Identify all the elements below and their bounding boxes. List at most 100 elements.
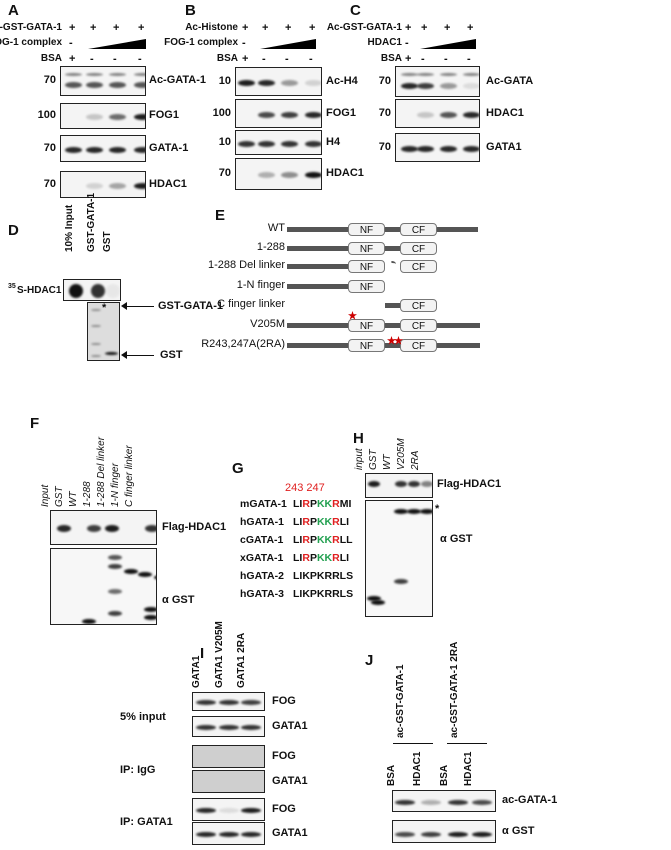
condition-value: + (309, 22, 316, 34)
band (371, 600, 385, 605)
band (196, 808, 216, 813)
band (82, 619, 96, 624)
residue-segment: KK (316, 498, 333, 510)
condition-value: - (242, 37, 246, 49)
band (407, 509, 421, 514)
band (304, 79, 321, 86)
blot-label: GATA1 (272, 719, 308, 732)
band (416, 111, 434, 118)
nf-domain: NF (348, 242, 385, 255)
band (257, 172, 275, 178)
condition-value: + (467, 22, 474, 34)
blot-label: GATA-1 (149, 141, 189, 154)
band (241, 725, 261, 730)
residue-segment: P (309, 498, 317, 510)
condition-value: + (242, 22, 249, 34)
western-blot-fog (192, 692, 265, 711)
lane-label: input (354, 448, 365, 470)
construct-label: WT (267, 222, 285, 234)
band (85, 182, 103, 189)
band (108, 114, 126, 120)
sequence: LIRPKKRLI (293, 552, 349, 564)
western-blot-gata1 (192, 822, 265, 845)
band (237, 140, 255, 147)
western-blot-fog (192, 798, 265, 821)
condition-value: - (444, 53, 448, 65)
species-name: cGATA-1 (240, 534, 284, 546)
residue-segment: KK (316, 534, 333, 546)
condition-value: - (285, 53, 289, 65)
residue-segment: LI (293, 534, 303, 546)
lane-label: HDAC1 (412, 751, 423, 786)
band (421, 799, 441, 805)
band (280, 111, 298, 118)
condition-value: + (242, 53, 249, 65)
band (108, 564, 122, 569)
band (439, 72, 457, 76)
lane-label: 1-288 Del linker (96, 436, 107, 507)
condition-value: + (421, 22, 428, 34)
band (85, 72, 103, 76)
linker-deletion-arc (388, 261, 396, 267)
band (219, 725, 239, 730)
residue-segment: R (332, 498, 340, 510)
condition-value: + (405, 53, 412, 65)
residue-segment: MI (339, 498, 352, 510)
band (304, 111, 321, 118)
sequence: LIRPKKRLI (293, 516, 349, 528)
blot-label: S-HDAC1 (17, 285, 62, 296)
arrow-label: GST (160, 349, 183, 361)
band (395, 481, 407, 487)
construct-bar (287, 264, 385, 269)
group-label: IP: IgG (120, 764, 156, 776)
band (85, 146, 103, 153)
lane-label: GST (54, 486, 65, 507)
molecular-weight-marker: 70 (218, 167, 231, 179)
band (85, 114, 103, 120)
band (241, 808, 261, 813)
western-blot-ac-gata (395, 66, 480, 97)
group-label: 5% input (120, 711, 166, 723)
condition-value: - (113, 53, 117, 65)
panel-label: F (30, 415, 40, 432)
band (400, 82, 418, 89)
band (439, 145, 457, 152)
blot-label: H4 (326, 135, 341, 148)
residue-segment: LIKPKRRLS (293, 570, 354, 582)
band (395, 832, 415, 837)
band (154, 575, 156, 580)
band (416, 82, 434, 89)
band (108, 72, 126, 76)
band (304, 140, 321, 147)
western-blot-hdac1 (60, 171, 146, 198)
band (145, 524, 156, 532)
band (133, 82, 145, 88)
residue-segment: LI (293, 552, 303, 564)
arrow-head-icon (121, 351, 127, 359)
lane-label: V205M (396, 438, 407, 470)
band (462, 72, 479, 76)
band (108, 555, 122, 560)
nf-domain: NF (348, 223, 385, 236)
residue-segment: R (302, 552, 310, 564)
nf-domain: NF (348, 319, 385, 332)
band (280, 172, 298, 178)
blot-label: HDAC1 (149, 177, 187, 190)
lane-label: WT (68, 491, 79, 507)
western-blot-flag-hdac1 (50, 510, 157, 545)
residue-segment: R (332, 534, 340, 546)
arrow-label: GST-GATA-1 (158, 300, 223, 312)
band (219, 808, 239, 813)
panel-label: H (353, 430, 364, 447)
condition-label: FOG-1 complex (0, 37, 62, 48)
blot-label: GATA1 (272, 826, 308, 839)
construct-label: R243,247A(2RA) (201, 338, 285, 350)
band (241, 832, 261, 837)
blot-label: GATA1 (272, 774, 308, 787)
nf-domain: NF (348, 260, 385, 273)
condition-value: + (90, 22, 97, 34)
band (196, 700, 216, 705)
band (420, 509, 432, 514)
lane-label: WT (382, 454, 393, 470)
band (257, 140, 275, 147)
